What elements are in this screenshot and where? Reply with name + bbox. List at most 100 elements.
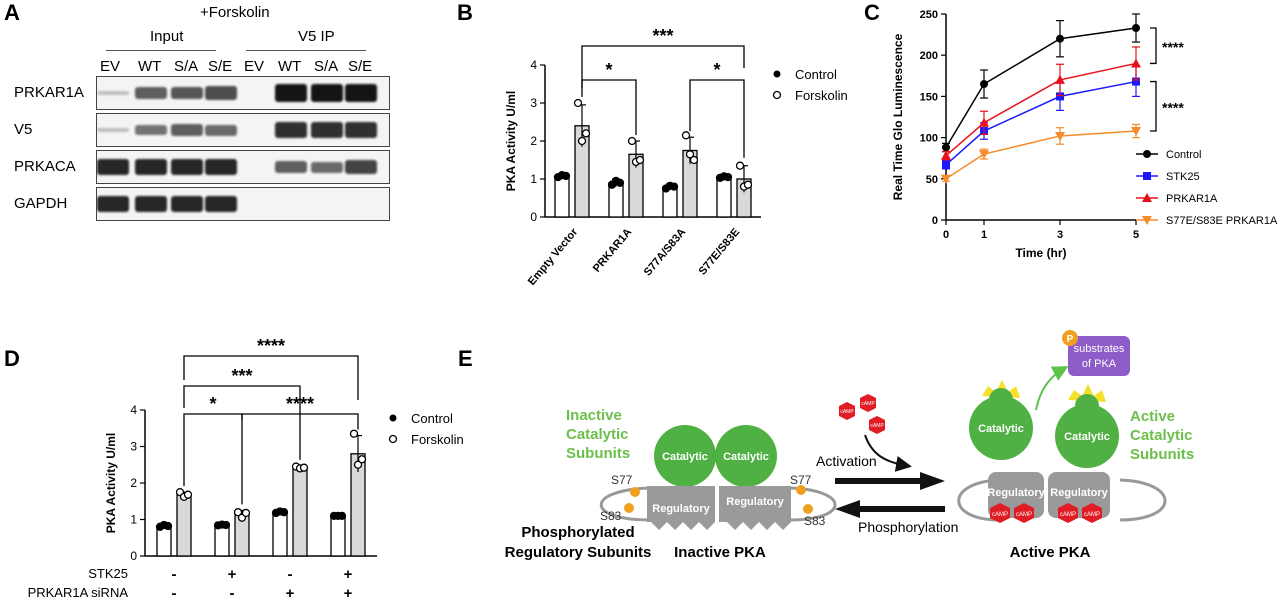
data-point	[635, 155, 645, 165]
camp-curve-arrow	[864, 434, 912, 472]
y-tick-label: 1	[130, 513, 137, 527]
blot-band	[345, 160, 377, 174]
inactive-catalytic-label-2: Catalytic	[566, 426, 629, 443]
legend-label-forskolin: Forskolin	[411, 432, 464, 447]
legend-label: PRKAR1A	[1166, 193, 1218, 205]
substrate-phospho-p: P	[1067, 334, 1074, 345]
group-line-input	[106, 50, 216, 51]
significance-label: ***	[231, 366, 252, 386]
significance-label: *	[209, 394, 216, 414]
blot-band	[311, 122, 343, 138]
marker	[1056, 34, 1064, 43]
series-line	[945, 80, 1137, 166]
camp-bound-3: cAMP	[1058, 503, 1078, 523]
data-point	[689, 155, 699, 165]
blot-band	[275, 161, 307, 173]
panel-letter-a: A	[4, 0, 20, 25]
marker	[1055, 131, 1065, 141]
activation-arrow	[835, 472, 945, 490]
x-tick-label: 1	[981, 229, 987, 241]
x-tick-label: S77E/S83E	[697, 226, 743, 277]
svg-text:cAMP: cAMP	[1016, 512, 1032, 518]
inactive-catalytic-1	[654, 425, 716, 487]
blot-band	[345, 84, 377, 102]
phosphorylation-label: Phosphorylation	[858, 519, 958, 535]
active-pka-label: Active PKA	[1010, 544, 1091, 561]
svg-text:cAMP: cAMP	[992, 512, 1008, 518]
legend-label: Control	[1166, 149, 1201, 161]
active-catalytic-text-2: Catalytic	[1064, 431, 1110, 443]
panel-letter-c: C	[864, 0, 880, 25]
y-tick-label: 2	[530, 134, 537, 148]
lane-label-0: EV	[100, 58, 121, 75]
lane-label-3: S/E	[208, 58, 233, 75]
lane-label-2: S/A	[174, 58, 199, 75]
phospho-regulatory-label-2: Regulatory Subunits	[505, 544, 652, 561]
x-tick-label: PRKAR1A	[591, 226, 634, 274]
lane-label-5: WT	[278, 58, 302, 75]
y-tick-label: 3	[130, 440, 137, 454]
inactive-catalytic-text-2: Catalytic	[723, 451, 769, 463]
active-catalytic-label-1: Active	[1130, 408, 1175, 425]
blot-band	[205, 86, 237, 100]
y-tick-label: 50	[926, 174, 938, 186]
marker	[1132, 77, 1140, 86]
group-label-input: Input	[150, 28, 184, 45]
data-point	[233, 508, 243, 517]
data-point	[163, 521, 173, 531]
active-regulatory-text-1: Regulatory	[987, 487, 1045, 499]
blot-band	[311, 84, 343, 102]
lane-label-4: EV	[244, 58, 265, 75]
data-point	[615, 178, 625, 187]
significance-label: *	[713, 60, 720, 80]
blot-band	[135, 124, 167, 136]
legend-marker-control	[389, 414, 397, 422]
marker	[979, 117, 989, 127]
blot-row-label-prkaca: PRKACA	[14, 158, 76, 175]
svg-text:cAMP: cAMP	[1084, 512, 1100, 518]
x-tick-label: Empty Vector	[526, 226, 581, 288]
lane-label-7: S/E	[348, 58, 373, 75]
group-line-v5-ip	[246, 50, 366, 51]
blot-band	[97, 159, 129, 175]
legend-label-control: Control	[411, 411, 453, 426]
significance-label: ****	[1162, 99, 1184, 115]
blot-band	[135, 159, 167, 175]
svg-text:cAMP: cAMP	[861, 401, 875, 407]
data-point	[183, 490, 193, 499]
phospho-dot-3	[796, 485, 806, 495]
y-tick-label: 0	[932, 215, 938, 227]
x-tick-label: 5	[1133, 229, 1139, 241]
active-linker-loop	[957, 478, 1001, 522]
marker	[942, 143, 950, 152]
inactive-catalytic-text-1: Catalytic	[662, 451, 708, 463]
y-tick-label: 0	[130, 549, 137, 563]
phospho-dot-4	[803, 504, 813, 514]
camp-free-1: cAMP	[839, 402, 855, 420]
inactive-regulatory-2	[719, 486, 791, 530]
data-point	[577, 136, 587, 146]
blot-strip-prkaca	[96, 150, 390, 184]
marker	[1131, 58, 1141, 68]
data-point	[735, 161, 745, 170]
data-point	[357, 455, 367, 464]
blot-band	[171, 86, 203, 100]
condition-stk25: +	[228, 566, 237, 583]
y-tick-label: 150	[920, 91, 938, 103]
activation-label: Activation	[816, 453, 877, 469]
marker	[941, 150, 951, 160]
condition-sirna: +	[344, 585, 353, 601]
lane-label-1: WT	[138, 58, 162, 75]
bar-forskolin	[176, 494, 192, 557]
y-tick-label: 3	[530, 96, 537, 110]
row-label-sirna: PRKAR1A siRNA	[28, 585, 129, 600]
condition-stk25: -	[288, 566, 293, 583]
blot-band	[97, 90, 129, 96]
inactive-regulatory-1	[647, 486, 715, 530]
data-point	[337, 511, 347, 521]
catalytic-glow-2	[1068, 384, 1106, 402]
marker	[1143, 172, 1151, 180]
significance-label: ****	[1162, 39, 1184, 55]
